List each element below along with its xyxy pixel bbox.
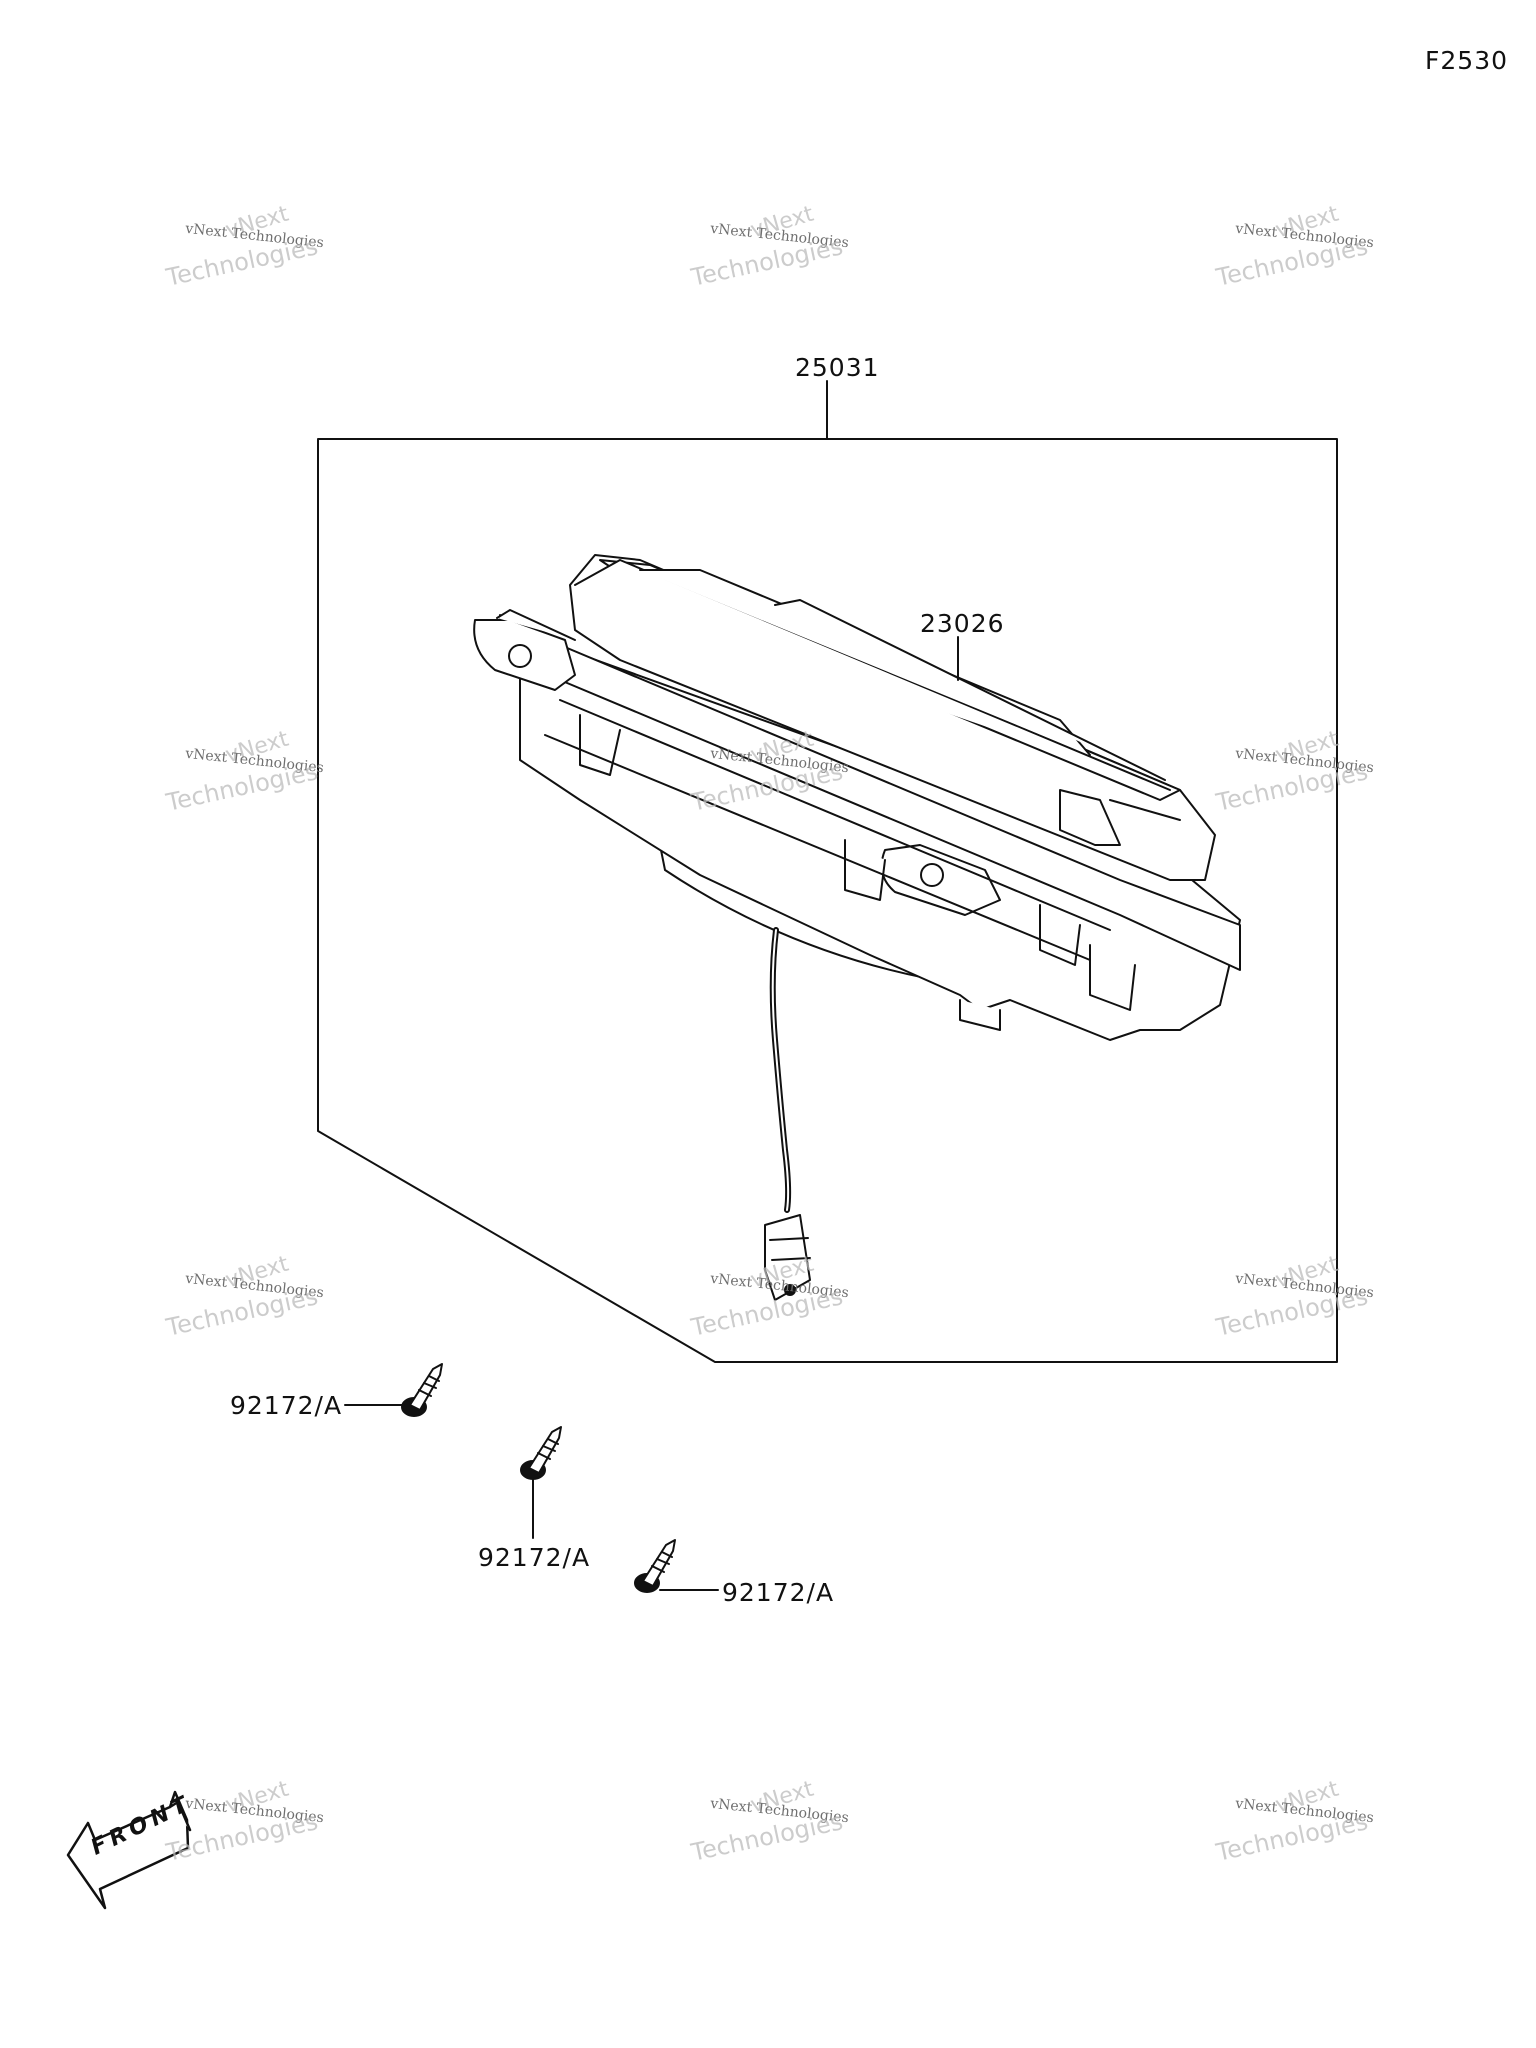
screw-part-number-3: 92172/A: [722, 1578, 835, 1607]
connector: [764, 1214, 811, 1301]
front-arrow: [66, 1790, 192, 1910]
screw-part-number-2: 92172/A: [478, 1543, 591, 1572]
screw-3: [634, 1539, 676, 1593]
screw-part-number-1: 92172/A: [230, 1391, 343, 1420]
meter-housing: [473, 554, 1241, 1041]
assembly-part-number: 25031: [795, 353, 880, 382]
meter-part-number: 23026: [920, 609, 1005, 638]
wire-harness: [769, 927, 792, 1213]
figure-code: F2530: [1425, 46, 1509, 75]
screw-2: [520, 1426, 562, 1480]
screw-1: [401, 1363, 443, 1417]
assembly-frame: [317, 438, 1338, 1363]
